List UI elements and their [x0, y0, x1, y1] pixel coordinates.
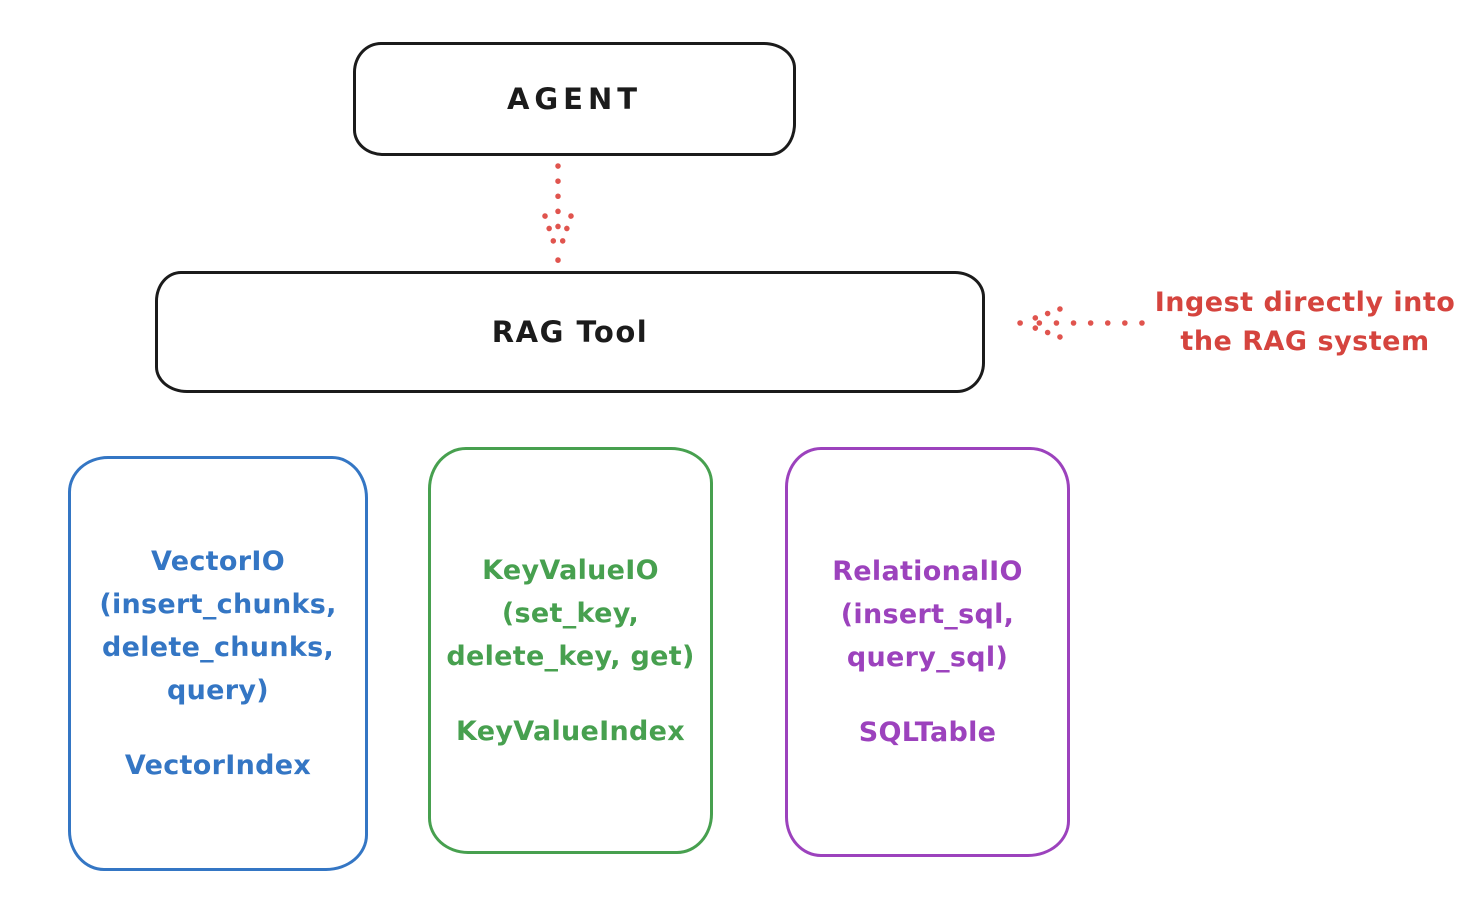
- rag-tool-label: RAG Tool: [491, 315, 649, 349]
- arrow-agent-to-rag-icon: [539, 160, 577, 266]
- ingest-annotation-line1: Ingest directly into: [1154, 287, 1456, 318]
- rag-tool-box: RAG Tool: [155, 271, 985, 393]
- relational-io-line: query_sql): [846, 642, 1009, 673]
- agent-label: AGENT: [506, 82, 643, 116]
- keyvalue-io-box: KeyValueIO (set_key, delete_key, get) Ke…: [428, 447, 713, 854]
- vector-index-label: VectorIndex: [124, 750, 312, 781]
- arrow-ingest-into-rag-icon: [1016, 302, 1148, 344]
- vector-io-line: VectorIO: [151, 546, 285, 577]
- keyvalue-index-label: KeyValueIndex: [455, 715, 685, 747]
- relational-io-line: (insert_sql,: [840, 599, 1015, 630]
- agent-box: AGENT: [353, 42, 796, 156]
- ingest-annotation-line2: the RAG system: [1180, 326, 1430, 357]
- relational-io-line: RelationalIO: [832, 556, 1023, 587]
- vector-io-box: VectorIO (insert_chunks, delete_chunks, …: [68, 456, 368, 871]
- keyvalue-io-line: (set_key,: [501, 597, 640, 629]
- vector-io-line: (insert_chunks,: [99, 589, 337, 620]
- keyvalue-io-line: KeyValueIO: [482, 554, 659, 586]
- relational-io-box: RelationalIO (insert_sql, query_sql) SQL…: [785, 447, 1070, 857]
- ingest-annotation: Ingest directly into the RAG system: [1140, 283, 1470, 361]
- vector-io-line: delete_chunks,: [101, 632, 335, 663]
- vector-io-line: query): [167, 675, 269, 706]
- sql-table-label: SQLTable: [858, 717, 997, 748]
- keyvalue-io-line: delete_key, get): [446, 640, 695, 672]
